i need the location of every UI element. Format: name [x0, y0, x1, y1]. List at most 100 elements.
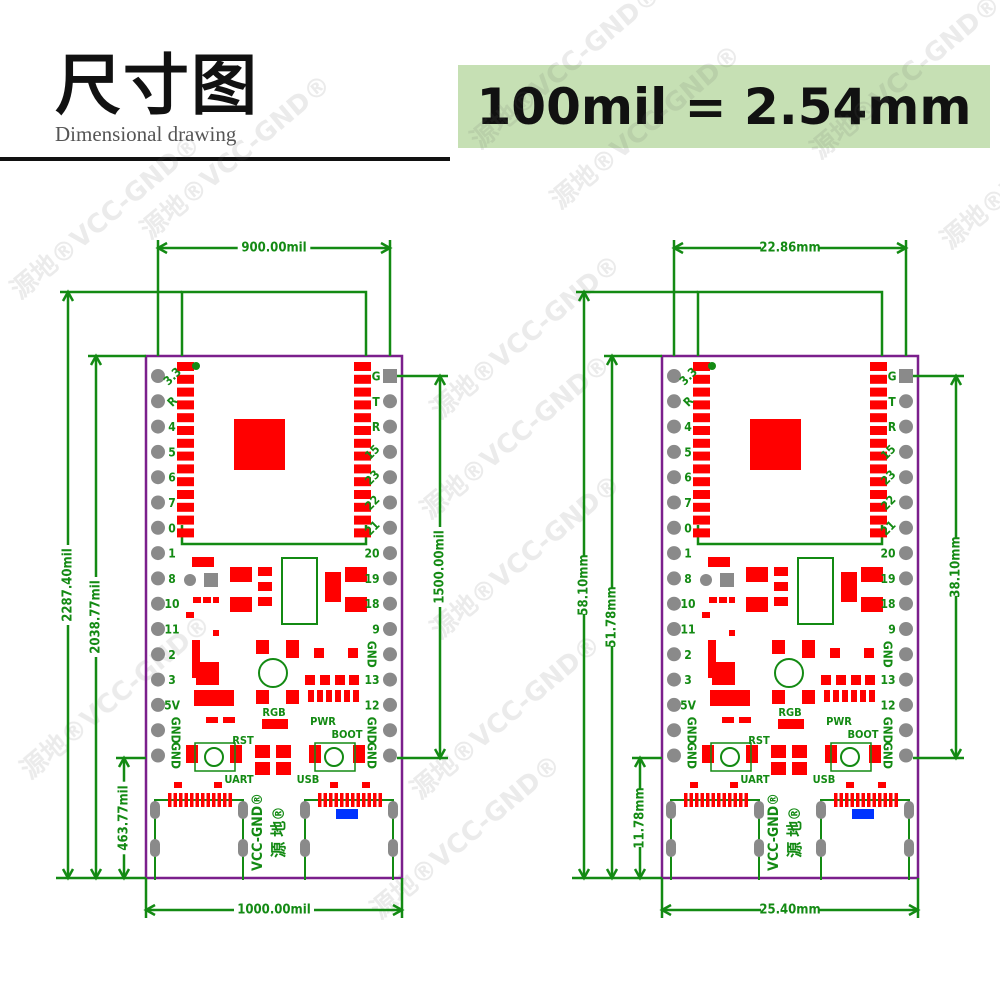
- usb-pad: [845, 793, 849, 807]
- module-pad: [177, 426, 194, 435]
- dimension-label-board-length-bg: [604, 588, 620, 646]
- usb-pad: [839, 793, 843, 807]
- usb-pad: [711, 793, 715, 807]
- smd-pad: [262, 719, 288, 729]
- dimension-label-board-width: 25.40mm: [759, 903, 820, 918]
- module-pad: [870, 387, 887, 397]
- usb-pad: [894, 793, 898, 807]
- dimension-pin-row-length-arrow: [433, 373, 447, 386]
- dimension-total-length-arrow: [577, 289, 591, 302]
- header-pin: [667, 470, 681, 485]
- dimension-label-board-length: 2038.77mil: [89, 580, 104, 653]
- smd-pad: [193, 597, 201, 603]
- module-thermal-pad: [234, 419, 285, 470]
- smd-pad: [865, 675, 875, 685]
- pin-label: 3: [168, 673, 176, 687]
- boot-button-outline: [830, 742, 872, 772]
- dimension-pin-row-length-arrow: [433, 748, 447, 761]
- dimension-board-width-arrow: [392, 903, 405, 917]
- smd-pad: [709, 597, 717, 603]
- smd-pad: [729, 597, 735, 603]
- dimension-module-pin-span-arrow: [671, 241, 684, 255]
- pin-label: 18: [880, 597, 895, 611]
- smd-pad: [746, 745, 758, 763]
- smd-pad: [778, 719, 804, 729]
- module-pad: [870, 451, 887, 461]
- pin-label: 10: [164, 597, 179, 611]
- smd-pad: [772, 690, 785, 704]
- dimension-label-board-length: 51.78mm: [605, 586, 620, 647]
- silk-brand-cn: 源 地®: [269, 806, 288, 857]
- silk-brand-cn: 源 地®: [785, 806, 804, 857]
- test-pad: [204, 573, 218, 587]
- module-pad: [354, 400, 371, 410]
- power-led: [336, 809, 358, 819]
- usb-pad: [228, 793, 232, 807]
- usb-pad: [223, 793, 227, 807]
- pin-label: 4: [684, 420, 692, 434]
- header-pin: [899, 672, 913, 687]
- dimension-label-usb-offset-bg: [116, 781, 132, 855]
- silk-rgb: RGB: [778, 706, 801, 719]
- module-outline: [180, 525, 368, 546]
- usb-pad: [329, 793, 333, 807]
- pin-label: 1: [168, 547, 176, 561]
- module-pad: [354, 490, 371, 499]
- pin-label: 11: [680, 623, 695, 637]
- header-pin: [899, 546, 913, 561]
- smd-pad: [206, 717, 218, 723]
- board-drawing-mil: 3.3R45670181011235VGNDGNDGTR152322212019…: [56, 240, 448, 918]
- header-pin: [667, 369, 681, 383]
- usb-pad: [689, 793, 693, 807]
- usb-pad: [367, 793, 371, 807]
- header-pin: [667, 622, 681, 636]
- header-pin: [151, 394, 165, 409]
- smd-pad: [878, 782, 886, 788]
- pin-label: R: [888, 420, 897, 434]
- scale-note: 100mil = 2.54mm: [476, 77, 972, 136]
- usb-pad: [206, 793, 210, 807]
- module-pad: [354, 374, 371, 384]
- dimension-usb-offset-arrow: [633, 755, 647, 768]
- pin-label: GND: [365, 742, 379, 769]
- module-pad: [354, 413, 371, 423]
- smd-pad: [824, 690, 830, 702]
- header-pin: [383, 520, 397, 535]
- module-pad: [870, 426, 887, 435]
- power-led: [852, 809, 874, 819]
- smd-pad: [846, 782, 854, 788]
- dimension-label-total-length: 58.10mm: [577, 554, 592, 615]
- dimension-label-total-length-bg: [60, 545, 76, 625]
- usb-pad: [212, 793, 216, 807]
- usb-pad: [728, 793, 732, 807]
- smd-pad: [349, 675, 359, 685]
- usb-shield-pad: [388, 839, 398, 857]
- smd-pad: [851, 675, 861, 685]
- dimension-board-width-arrow: [143, 903, 156, 917]
- pin-label: 20: [364, 547, 379, 561]
- smd-pad: [708, 557, 730, 567]
- silk-pwr: PWR: [826, 715, 852, 728]
- smd-pad: [255, 762, 270, 775]
- smd-pad: [860, 690, 866, 702]
- smd-pad: [258, 567, 272, 576]
- module-outline: [696, 525, 884, 546]
- smd-pad: [719, 597, 727, 603]
- header-pin: [151, 622, 165, 636]
- header-pin: [151, 546, 165, 561]
- header-pin: [899, 647, 913, 662]
- dimension-total-length-arrow: [61, 289, 75, 302]
- smd-pad: [213, 630, 219, 636]
- module-pad: [693, 451, 710, 461]
- boot-button: [324, 747, 344, 767]
- dimension-pin-row-length-arrow: [949, 373, 963, 386]
- smd-pad: [842, 690, 848, 702]
- smd-pad: [326, 690, 332, 702]
- module-pad: [177, 387, 194, 397]
- silk-brand: VCC-GND®: [766, 793, 782, 871]
- usb-pad: [889, 793, 893, 807]
- module-pad: [354, 502, 371, 512]
- header-pin: [151, 495, 165, 510]
- pin-label: 6: [684, 471, 692, 485]
- usb-pad: [351, 793, 355, 807]
